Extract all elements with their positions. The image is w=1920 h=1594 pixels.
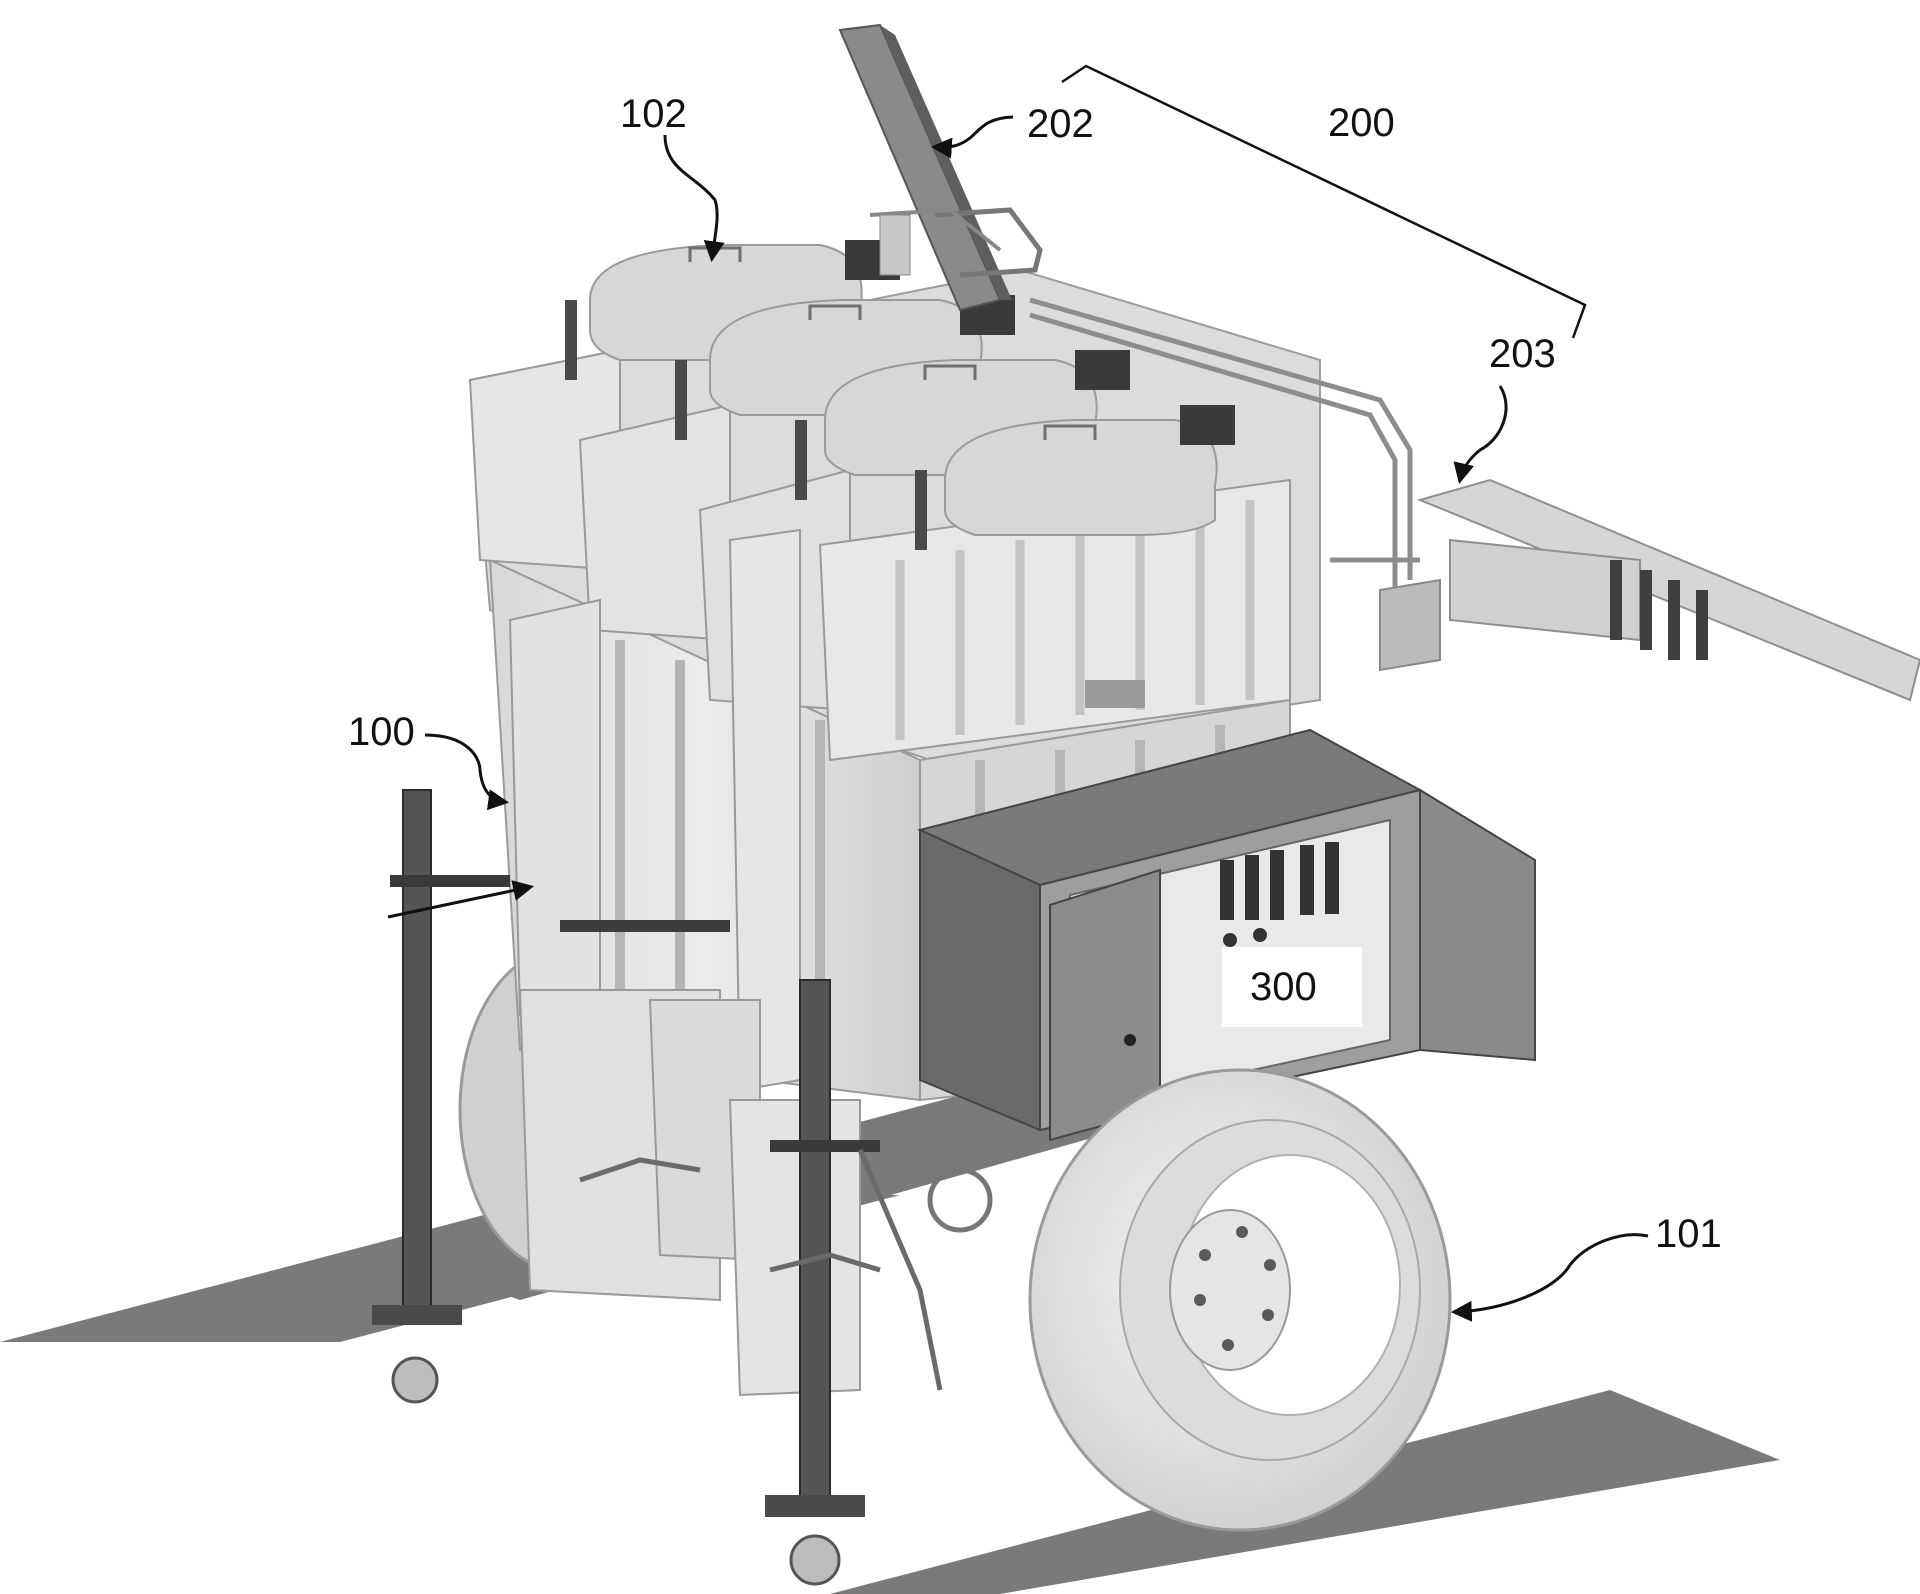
lid-4 xyxy=(944,419,1218,536)
support-legs xyxy=(372,789,880,1586)
label-boom: 203 xyxy=(1489,332,1556,376)
leader-machine-arrow xyxy=(387,880,535,919)
upper-arm xyxy=(838,23,1043,312)
tank-ribs xyxy=(895,500,1255,740)
label-control-box: 300 xyxy=(1250,965,1317,1009)
arm-assembly-bracket xyxy=(1061,64,1587,339)
ground-shadows xyxy=(0,1090,1780,1594)
support-leg-front xyxy=(799,979,831,1501)
label-upper-arm: 202 xyxy=(1027,102,1094,146)
leader-upper-arm xyxy=(930,115,1014,159)
side-piping xyxy=(1029,297,1420,590)
leader-wheel xyxy=(1450,1233,1649,1322)
leader-machine xyxy=(424,733,510,811)
leader-lids xyxy=(663,134,725,263)
boom xyxy=(1379,478,1920,702)
support-leg-left xyxy=(402,789,432,1311)
label-arm-assembly: 200 xyxy=(1328,101,1395,145)
suspension-linkage xyxy=(579,1149,993,1391)
front-wheel xyxy=(1028,1068,1452,1532)
control-box xyxy=(917,728,1536,1142)
label-lids: 102 xyxy=(620,92,687,136)
latch-posts xyxy=(565,300,927,550)
label-wheel: 101 xyxy=(1655,1212,1722,1256)
tank-lids xyxy=(589,244,1218,536)
control-box-label-background xyxy=(1222,947,1362,1027)
leader-boom xyxy=(1453,385,1508,485)
control-box-right-door xyxy=(1419,788,1536,1062)
label-machine: 100 xyxy=(348,710,415,754)
